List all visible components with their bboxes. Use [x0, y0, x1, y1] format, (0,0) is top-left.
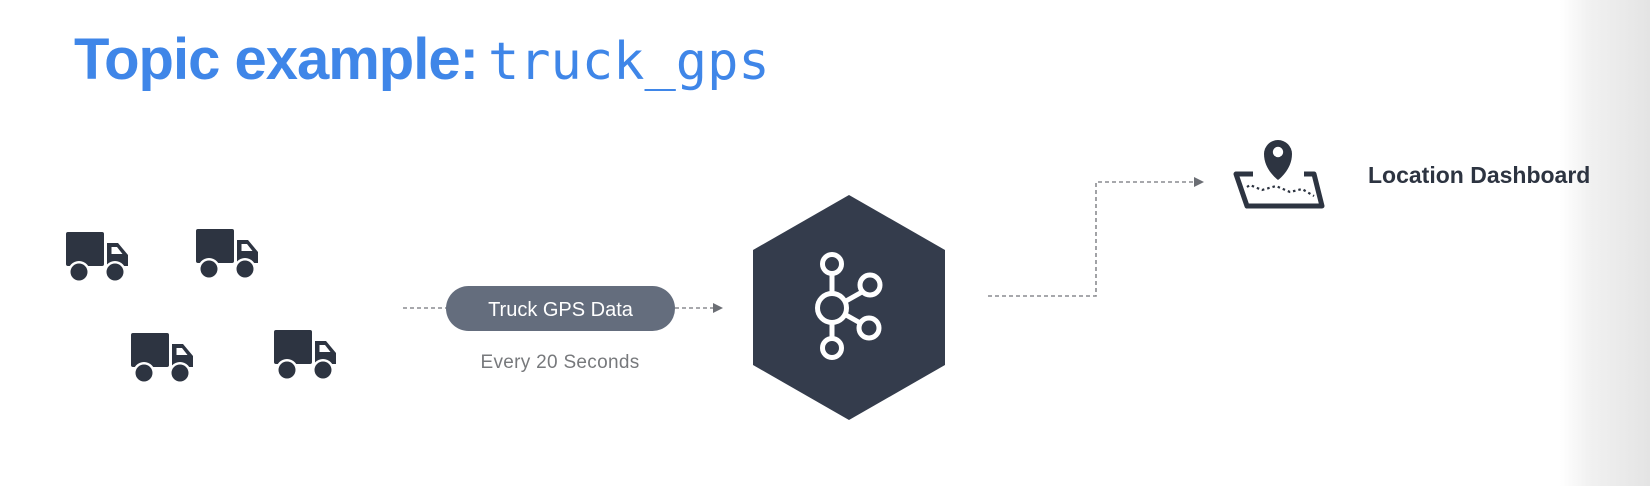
- truck-icon: [66, 232, 128, 283]
- dashboard-label: Location Dashboard: [1368, 162, 1590, 188]
- map-pin-icon: [1233, 140, 1325, 209]
- message-pill: Truck GPS Data: [446, 286, 675, 331]
- kafka-logo-icon: [815, 252, 883, 360]
- message-caption: Every 20 Seconds: [481, 352, 640, 373]
- message-label: Truck GPS Data: [488, 299, 634, 321]
- title-text: Topic example:: [74, 27, 479, 92]
- truck-icon: [274, 330, 336, 381]
- truck-icon: [196, 229, 258, 280]
- title-topic-name: truck_gps: [487, 32, 770, 92]
- connector-arrow: [988, 177, 1204, 297]
- slide-title: Topic example:truck_gps: [74, 24, 770, 98]
- truck-icon: [131, 333, 193, 384]
- kafka-broker: [753, 195, 945, 420]
